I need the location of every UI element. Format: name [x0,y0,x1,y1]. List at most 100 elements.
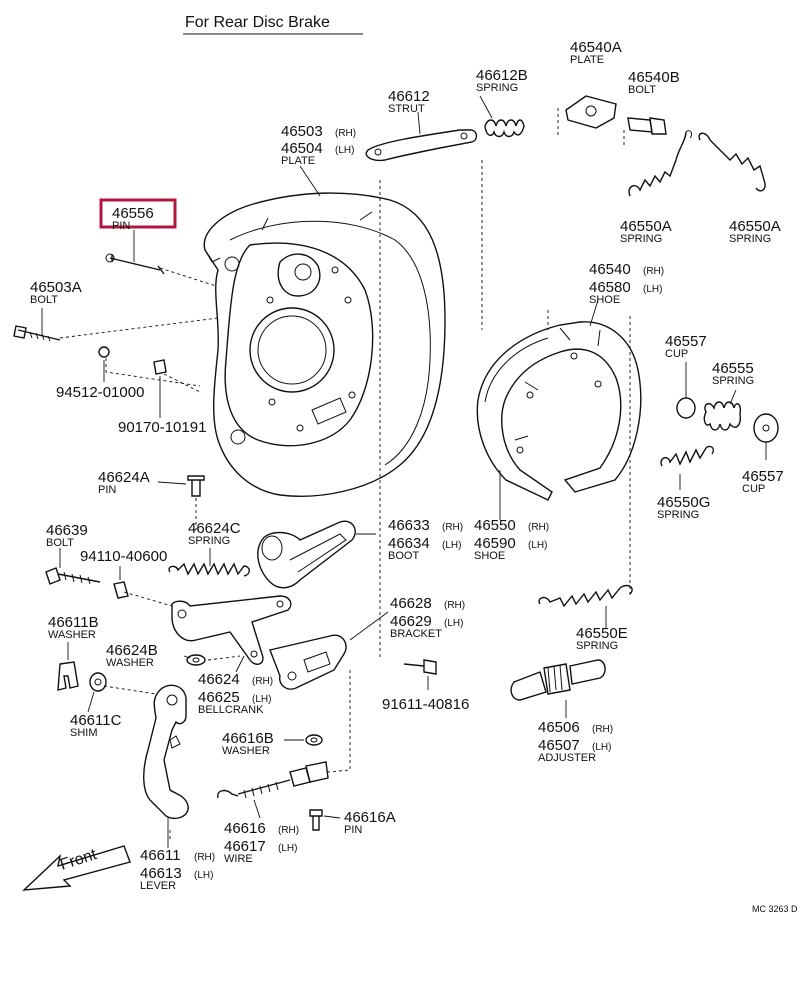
callout-46550e[interactable]: 46550E SPRING [576,625,628,652]
part-number: 46550A [729,218,781,235]
part-number: 46616B [222,730,274,747]
callout-94110-40600[interactable]: 94110-40600 [80,548,167,565]
part-number: 46625 [198,689,240,706]
callout-91611-40816[interactable]: 91611-40816 [382,696,469,713]
callout-46628[interactable]: 46628 (RH) [390,595,465,612]
callout-46624b[interactable]: 46624B WASHER [106,642,158,669]
bolt-91611-drawing [403,659,437,675]
callout-46580[interactable]: 46580 (LH) SHOE [589,279,662,306]
diagram-code: MC 3263 D [752,904,798,914]
nut-94512-drawing [98,346,110,358]
callout-46612[interactable]: 46612 STRUT [388,88,430,115]
part-name: PLATE [281,155,315,167]
part-number: 46557 [742,468,784,485]
part-number: 46550G [657,494,710,511]
part-name: WASHER [106,657,154,669]
part-number: 46503A [30,279,82,296]
callout-46540[interactable]: 46540 (RH) [589,261,664,278]
callout-46624c[interactable]: 46624C SPRING [188,520,241,547]
part-number: 46612 [388,88,430,105]
callout-46616[interactable]: 46616 (RH) [224,820,299,837]
callout-46590[interactable]: 46590 (LH) SHOE [474,535,547,562]
part-number: 46612B [476,67,528,84]
part-number: 46629 [390,613,432,630]
callout-46613[interactable]: 46613 (LH) LEVER [140,865,213,892]
callout-46540a[interactable]: 46540A PLATE [570,39,622,66]
part-name: BOLT [46,537,74,549]
callout-46639[interactable]: 46639 BOLT [46,522,88,549]
callout-46504[interactable]: 46504 (LH) PLATE [281,140,354,167]
callout-46624[interactable]: 46624 (RH) [198,671,273,688]
callout-46556[interactable]: 46556 PIN [112,205,154,232]
part-number: 46611C [70,712,122,729]
pin-46556-drawing [105,253,165,275]
callout-46550a-left[interactable]: 46550A SPRING [620,218,672,245]
callout-46624a[interactable]: 46624A PIN [98,469,150,496]
part-number: 46550E [576,625,628,642]
pin-46624a-drawing [187,475,205,497]
spring-46550g-drawing [660,445,715,467]
callout-46616a[interactable]: 46616A PIN [344,809,396,836]
bolt-46540b-drawing [627,117,667,135]
part-name: CUP [742,483,765,495]
part-number: 46624B [106,642,158,659]
part-name: PIN [98,484,116,496]
part-number: 46639 [46,522,88,539]
part-number: 46506 [538,719,580,736]
part-number: 46540 [589,261,631,278]
part-number: 46555 [712,360,754,377]
callout-46503[interactable]: 46503 (RH) [281,123,356,140]
adjuster-46506-drawing [510,659,606,701]
callout-46611b[interactable]: 46611B WASHER [48,614,99,641]
callout-46611c[interactable]: 46611C SHIM [70,712,122,739]
callout-46550g[interactable]: 46550G SPRING [657,494,710,521]
callout-46629[interactable]: 46629 (LH) BRACKET [390,613,463,640]
part-side: (RH) [592,724,613,735]
callout-46503a[interactable]: 46503A BOLT [30,279,82,306]
part-name: BELLCRANK [198,704,264,716]
part-name: CUP [665,348,688,360]
guide-lines [59,108,631,840]
strut-drawing [365,129,478,162]
part-number: 46580 [589,279,631,296]
callout-46611[interactable]: 46611 (RH) [140,847,215,864]
callout-46625[interactable]: 46625 (LH) BELLCRANK [198,689,271,716]
part-number: 46624A [98,469,150,486]
callout-46617[interactable]: 46617 (LH) WIRE [224,838,297,865]
callout-46612b[interactable]: 46612B SPRING [476,67,528,94]
diagram-title: For Rear Disc Brake [185,14,330,31]
spring-46550a-right-drawing [698,132,766,192]
part-name: WASHER [48,629,96,641]
part-side: (RH) [643,266,664,277]
callout-46550a-right[interactable]: 46550A SPRING [729,218,781,245]
washer-46616b-drawing [305,734,323,746]
callout-46555[interactable]: 46555 SPRING [712,360,754,387]
callout-90170-10191[interactable]: 90170-10191 [118,419,206,436]
part-number: 46616A [344,809,396,826]
strut-spring-drawing [484,119,525,138]
callout-46550[interactable]: 46550 (RH) [474,517,549,534]
front-label: Front [58,846,99,874]
callout-46557-left[interactable]: 46557 CUP [665,333,707,360]
callout-46557-right[interactable]: 46557 CUP [742,468,784,495]
part-side: (LH) [252,694,271,705]
part-number: 46556 [112,205,154,222]
callout-94512-01000[interactable]: 94512-01000 [56,384,144,401]
spring-46550e-drawing [538,584,633,608]
part-number: 46616 [224,820,266,837]
callout-46540b[interactable]: 46540B BOLT [628,69,680,96]
callout-46506[interactable]: 46506 (RH) [538,719,613,736]
part-number: 90170-10191 [118,419,206,436]
callout-46616b[interactable]: 46616B WASHER [222,730,274,757]
part-number: 46550 [474,517,516,534]
part-name: WASHER [222,745,270,757]
bellcrank-46624-drawing [171,595,292,665]
leader-lines [41,95,767,848]
callout-46634[interactable]: 46634 (LH) BOOT [388,535,461,562]
part-number: 46617 [224,838,266,855]
callout-46507[interactable]: 46507 (LH) ADJUSTER [538,737,611,764]
part-side: (LH) [592,742,611,753]
callout-46633[interactable]: 46633 (RH) [388,517,463,534]
part-name: SPRING [729,233,771,245]
